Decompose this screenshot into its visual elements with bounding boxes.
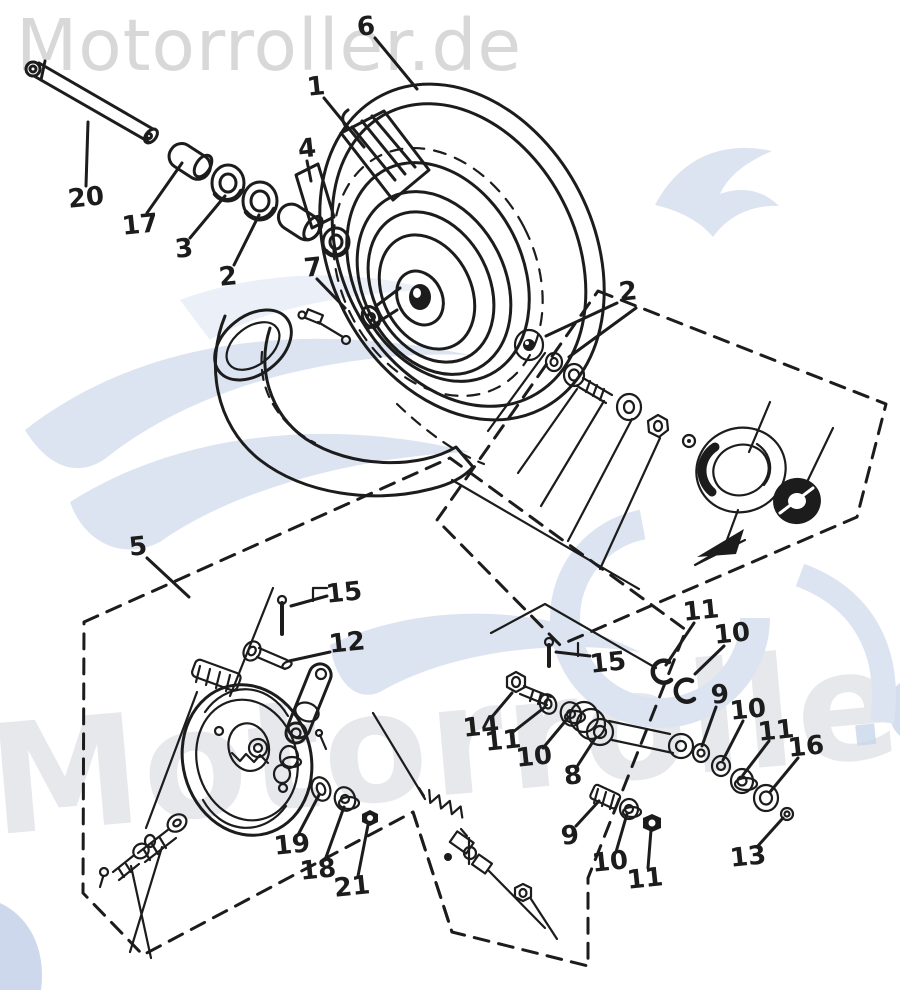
part-label-18-28: 18 [298, 853, 338, 887]
leader-15-10 [289, 594, 329, 608]
leader-9-19 [700, 705, 718, 748]
spacer-nut-group-bottom [589, 783, 661, 832]
part-label-20-0: 20 [66, 181, 106, 215]
brake-arm [272, 662, 333, 785]
leader-2-3 [232, 213, 261, 267]
part-label-7-7: 7 [302, 252, 324, 284]
part-label-15-10: 15 [324, 576, 364, 610]
leader-11-21 [741, 739, 771, 777]
washer-chain-right [691, 742, 795, 822]
leader-20-0 [84, 120, 90, 188]
mount-bolts-lower-left [98, 813, 188, 889]
axle-bolt-20 [24, 59, 159, 145]
leader-18-28 [323, 805, 346, 862]
threaded-stud [191, 658, 242, 693]
part-label-4-4: 4 [296, 133, 318, 165]
leader-9-24 [574, 799, 601, 828]
part-label-2-8: 2 [617, 276, 639, 308]
cotter-pin-15-left [276, 586, 329, 636]
brake-cable-7 [297, 308, 352, 346]
leader-11-13 [664, 621, 696, 667]
leader-5-9 [145, 556, 191, 599]
watermark-top-text: Motorroller.de [16, 4, 523, 87]
part-label-3-2: 3 [173, 233, 195, 265]
leader-7-7 [315, 277, 347, 310]
cable-clamp-joint [444, 830, 533, 903]
hub-parts-leader-lines [486, 351, 835, 571]
part-label-21-29: 21 [332, 870, 372, 904]
washer-19-bush-18-nut-21 [310, 776, 378, 826]
inset-box-hub-parts [435, 289, 888, 647]
leader-16-22 [768, 756, 800, 794]
leader-3-2 [188, 194, 227, 240]
label-leader-lines [84, 36, 800, 878]
leader-14-15 [489, 691, 514, 720]
part-label-10-14: 10 [712, 617, 752, 651]
part-label-8-18: 8 [562, 760, 584, 792]
part-label-2-3: 2 [217, 261, 239, 293]
part-label-1-5: 1 [305, 71, 327, 103]
part-label-13-23: 13 [728, 840, 768, 874]
bearing-3 [210, 163, 246, 203]
shim-plate-4 [294, 162, 336, 230]
wheel-hub [360, 269, 445, 330]
part-label-16-22: 16 [786, 730, 826, 764]
leader-6-6 [373, 36, 419, 91]
part-label-10-17: 10 [514, 740, 554, 774]
pointer-arrow [697, 529, 744, 557]
circlips-10-11 [650, 658, 697, 704]
leader-10-17 [541, 716, 570, 750]
leader-2-8 [544, 301, 619, 338]
spacer-sleeve-17 [167, 142, 214, 181]
leader-10-14 [693, 644, 726, 676]
leader-10-20 [721, 719, 745, 762]
part-label-11-26: 11 [625, 862, 665, 896]
part-label-5-9: 5 [127, 531, 149, 563]
bolt-12 [242, 640, 293, 671]
part-label-15-12: 15 [588, 646, 628, 680]
part-label-17-1: 17 [120, 208, 160, 242]
part-label-6-6: 6 [355, 11, 377, 43]
leader-4-4 [305, 159, 313, 183]
seal-ring-2 [241, 180, 279, 222]
anchor-link-8-with-washers [538, 693, 695, 760]
leader-12-11 [287, 650, 332, 663]
part-label-9-24: 9 [559, 820, 581, 852]
hub-bearing-set [513, 328, 821, 525]
leader-15-12 [554, 650, 592, 658]
inset-box-brake-assembly [81, 456, 795, 968]
assembly-leader-lines [128, 478, 658, 960]
leader-13-23 [755, 816, 785, 849]
leader-19-27 [296, 793, 321, 837]
leader-11-16 [511, 705, 547, 734]
part-label-9-19: 9 [709, 679, 731, 711]
speedometer-drive-1 [339, 108, 431, 202]
leader-1-5 [322, 96, 366, 149]
leader-10-25 [614, 812, 629, 854]
part-label-10-25: 10 [590, 845, 630, 879]
spacer-mid [276, 202, 324, 242]
leader-8-18 [576, 735, 598, 767]
return-spring [417, 786, 469, 838]
part-label-12-11: 12 [327, 626, 367, 660]
leader-11-26 [646, 828, 653, 870]
fender [213, 308, 475, 498]
leader-2-8 [567, 306, 638, 359]
leader-17-1 [145, 161, 184, 215]
leader-21-29 [356, 823, 370, 878]
